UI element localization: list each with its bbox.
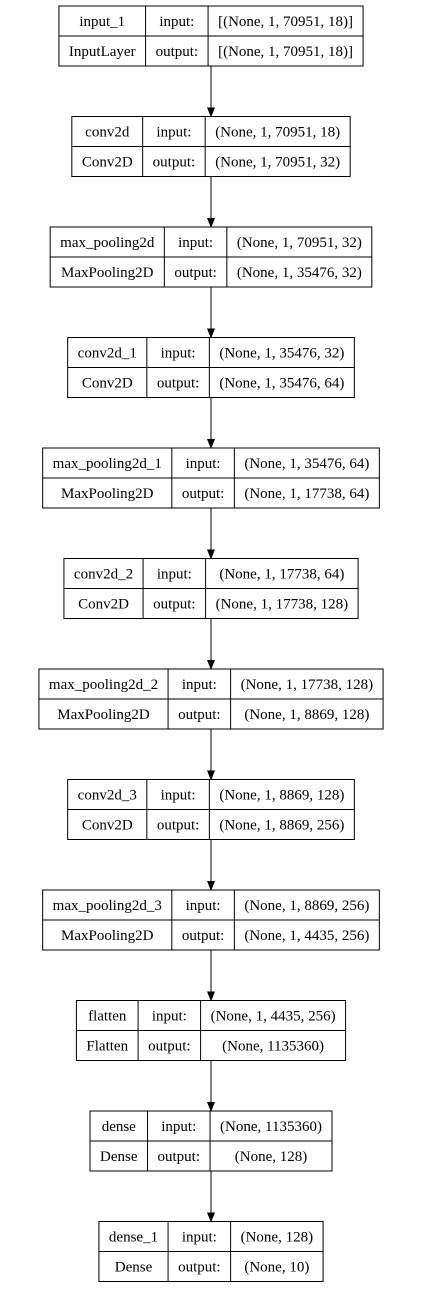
input-shape: (None, 1, 35476, 32) xyxy=(219,346,344,362)
layer-type: Conv2D xyxy=(82,818,133,834)
layer-type: MaxPooling2D xyxy=(61,265,154,281)
input-port-label: input: xyxy=(182,677,217,693)
output-shape: (None, 1135360) xyxy=(222,1039,324,1055)
output-port-label: output: xyxy=(148,1039,191,1055)
output-port-label: output: xyxy=(182,486,225,502)
layer-name: dense xyxy=(102,1119,136,1135)
layer-type: Dense xyxy=(100,1149,138,1165)
output-shape: (None, 1, 4435, 256) xyxy=(244,928,369,944)
layer-name: max_pooling2d_3 xyxy=(53,898,162,914)
input-port-label: input: xyxy=(182,1230,217,1246)
layer-name: max_pooling2d_1 xyxy=(53,456,162,472)
layer-name: conv2d_3 xyxy=(78,788,137,804)
layer-name: dense_1 xyxy=(109,1230,158,1246)
input-port-label: input: xyxy=(161,788,196,804)
input-shape: (None, 1, 4435, 256) xyxy=(211,1009,336,1025)
input-port-label: input: xyxy=(157,567,192,583)
output-port-label: output: xyxy=(178,707,221,723)
input-port-label: input: xyxy=(156,125,191,141)
input-shape: (None, 1, 70951, 18) xyxy=(215,125,340,141)
output-shape: (None, 1, 8869, 128) xyxy=(244,707,369,723)
output-port-label: output: xyxy=(178,1260,221,1276)
output-shape: (None, 1, 35476, 32) xyxy=(237,265,362,281)
input-shape: (None, 128) xyxy=(241,1230,313,1246)
layer-name: input_1 xyxy=(79,14,125,30)
output-shape: (None, 1, 70951, 32) xyxy=(215,155,340,171)
input-port-label: input: xyxy=(178,235,213,251)
input-shape: (None, 1, 17738, 128) xyxy=(241,677,373,693)
output-port-label: output: xyxy=(174,265,217,281)
layer-type: Conv2D xyxy=(82,376,133,392)
layer-type: MaxPooling2D xyxy=(57,707,150,723)
output-port-label: output: xyxy=(158,1149,201,1165)
layer-type: MaxPooling2D xyxy=(61,486,154,502)
output-port-label: output: xyxy=(153,597,196,613)
output-shape: (None, 1, 17738, 64) xyxy=(244,486,369,502)
input-shape: (None, 1, 8869, 128) xyxy=(219,788,344,804)
input-shape: [(None, 1, 70951, 18)] xyxy=(218,14,353,30)
output-port-label: output: xyxy=(156,44,199,60)
input-port-label: input: xyxy=(161,1119,196,1135)
layer-type: Dense xyxy=(115,1260,153,1276)
input-port-label: input: xyxy=(152,1009,187,1025)
input-shape: (None, 1135360) xyxy=(220,1119,322,1135)
output-shape: (None, 128) xyxy=(235,1149,307,1165)
output-port-label: output: xyxy=(157,376,200,392)
output-port-label: output: xyxy=(157,818,200,834)
layer-name: conv2d_1 xyxy=(78,346,137,362)
input-port-label: input: xyxy=(186,456,221,472)
output-shape: [(None, 1, 70951, 18)] xyxy=(218,44,353,60)
layer-type: Flatten xyxy=(86,1039,128,1055)
input-shape: (None, 1, 35476, 64) xyxy=(244,456,369,472)
input-port-label: input: xyxy=(161,346,196,362)
output-shape: (None, 10) xyxy=(244,1260,309,1276)
layer-name: flatten xyxy=(88,1009,127,1025)
input-shape: (None, 1, 8869, 256) xyxy=(244,898,369,914)
input-port-label: input: xyxy=(159,14,194,30)
input-port-label: input: xyxy=(186,898,221,914)
layer-type: MaxPooling2D xyxy=(61,928,154,944)
layer-type: Conv2D xyxy=(82,155,133,171)
layer-name: max_pooling2d xyxy=(60,235,155,251)
input-shape: (None, 1, 70951, 32) xyxy=(237,235,362,251)
input-shape: (None, 1, 17738, 64) xyxy=(219,567,344,583)
layer-name: max_pooling2d_2 xyxy=(49,677,158,693)
output-shape: (None, 1, 17738, 128) xyxy=(216,597,348,613)
layer-name: conv2d_2 xyxy=(74,567,133,583)
output-port-label: output: xyxy=(153,155,196,171)
output-port-label: output: xyxy=(182,928,225,944)
layer-name: conv2d xyxy=(85,125,130,141)
output-shape: (None, 1, 8869, 256) xyxy=(219,818,344,834)
layer-type: InputLayer xyxy=(69,44,136,60)
layer-type: Conv2D xyxy=(78,597,129,613)
output-shape: (None, 1, 35476, 64) xyxy=(219,376,344,392)
